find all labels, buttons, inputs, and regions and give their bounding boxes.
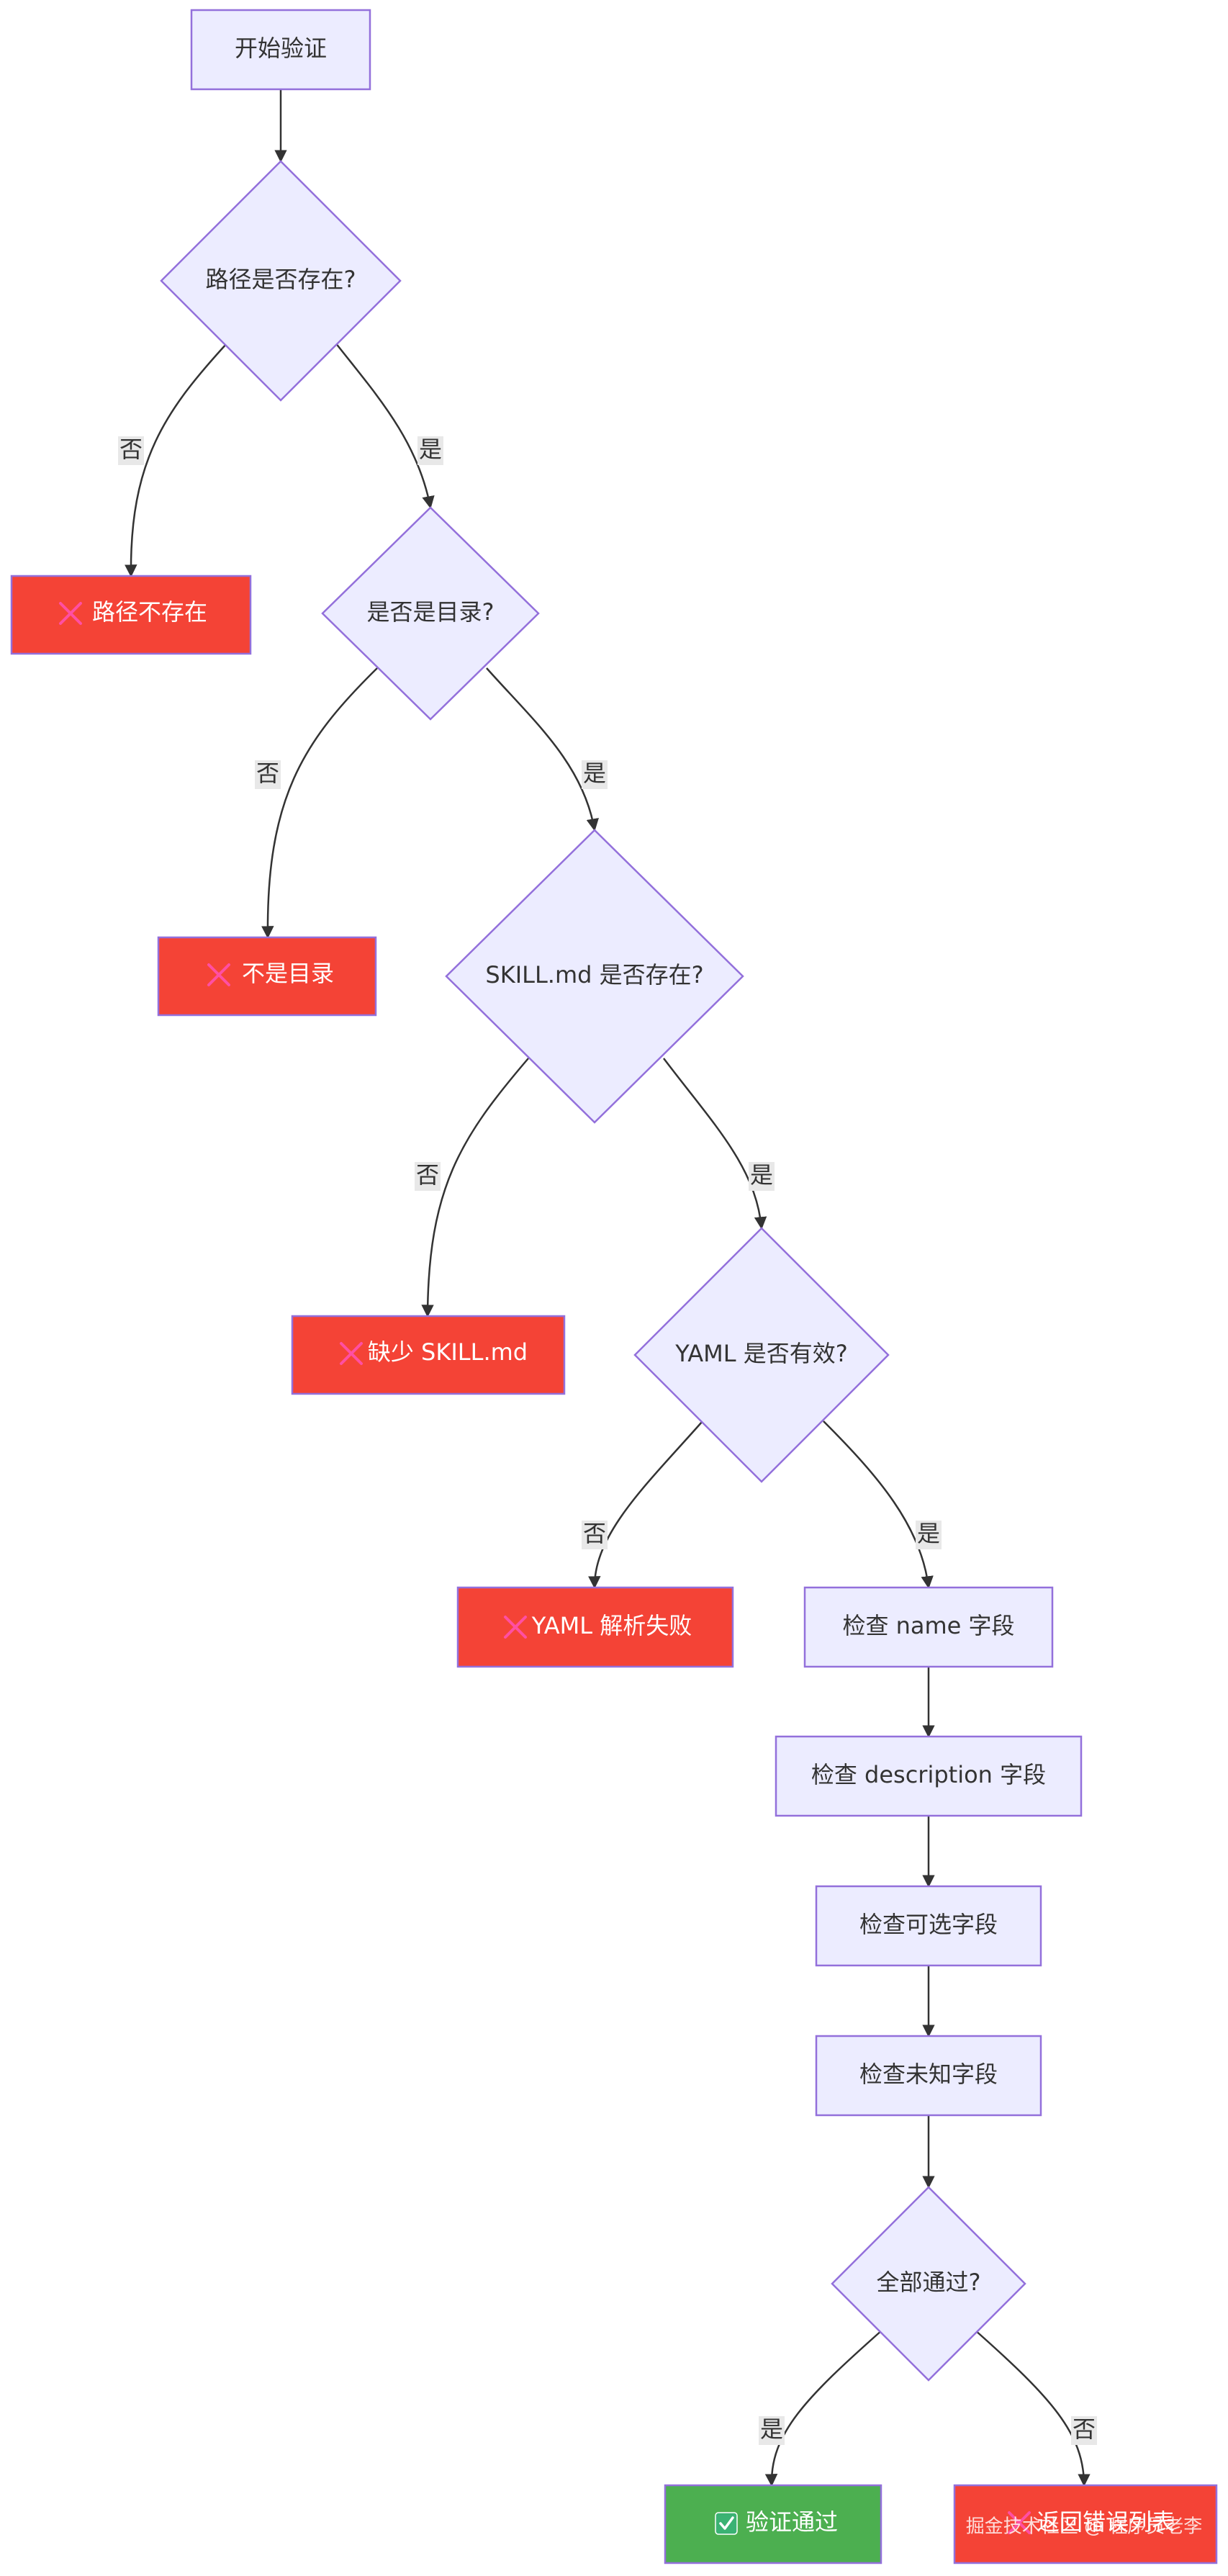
decision-is-directory: 是否是目录? xyxy=(321,506,540,721)
error-yaml-parse: YAML 解析失败 xyxy=(456,1586,734,1668)
decision-all-pass: 全部通过? xyxy=(831,2186,1026,2382)
decision-yaml-valid: YAML 是否有效? xyxy=(633,1227,890,1483)
check-icon xyxy=(715,2512,738,2535)
edge-labels: 否 是 否 是 否 是 否 是 xyxy=(118,436,1097,2445)
edge-is-dir-yes xyxy=(486,667,599,832)
svg-text:否: 否 xyxy=(119,436,143,463)
edge-label-skill-no: 否 xyxy=(415,1161,441,1191)
edge-label-dir-no: 否 xyxy=(255,760,281,789)
process-check-unknown: 检查未知字段 xyxy=(815,2035,1042,2117)
edge-label-path-no: 否 xyxy=(118,436,144,465)
watermark: 掘金技术社区 @ 程序员老李 xyxy=(966,2516,1203,2538)
process-check-description: 检查 description 字段 xyxy=(775,1735,1083,1817)
error-missing-skill: 缺少 SKILL.md xyxy=(291,1315,566,1395)
edge-label-dir-yes: 是 xyxy=(582,760,608,789)
svg-text:是否是目录?: 是否是目录? xyxy=(367,598,495,626)
svg-text:否: 否 xyxy=(583,1520,606,1547)
edge-label-all-yes: 是 xyxy=(759,2415,785,2445)
edge-yaml-valid-yes xyxy=(823,1420,934,1589)
svg-text:是: 是 xyxy=(760,2415,783,2443)
svg-text:SKILL.md 是否存在?: SKILL.md 是否存在? xyxy=(485,961,703,988)
svg-text:路径是否存在?: 路径是否存在? xyxy=(206,266,356,293)
decision-skill-exists: SKILL.md 是否存在? xyxy=(445,829,744,1124)
node-start: 开始验证 xyxy=(190,9,371,91)
svg-text:否: 否 xyxy=(1073,2415,1096,2443)
decision-path-exists: 路径是否存在? xyxy=(160,160,402,402)
svg-text:YAML 解析失败: YAML 解析失败 xyxy=(531,1612,692,1639)
edge-label-yaml-no: 否 xyxy=(582,1520,608,1549)
svg-text:检查 name 字段: 检查 name 字段 xyxy=(842,1612,1014,1639)
edge-label-all-no: 否 xyxy=(1071,2415,1097,2445)
svg-text:缺少 SKILL.md: 缺少 SKILL.md xyxy=(368,1338,528,1366)
error-return-list: 返回错误列表 xyxy=(953,2484,1218,2564)
svg-text:路径不存在: 路径不存在 xyxy=(92,598,207,626)
process-check-name: 检查 name 字段 xyxy=(803,1586,1054,1668)
edge-skill-exists-no xyxy=(421,1058,529,1318)
edge-is-dir-no xyxy=(261,667,378,939)
edge-label-skill-yes: 是 xyxy=(749,1161,775,1191)
svg-text:是: 是 xyxy=(419,436,442,463)
process-check-optional: 检查可选字段 xyxy=(815,1885,1042,1967)
svg-text:是: 是 xyxy=(583,760,606,787)
svg-text:全部通过?: 全部通过? xyxy=(877,2269,981,2296)
edge-path-exists-yes xyxy=(335,342,435,509)
svg-text:是: 是 xyxy=(917,1520,940,1547)
edges xyxy=(125,89,1091,2487)
cross-icon xyxy=(1008,2511,1031,2534)
cross-icon xyxy=(207,963,230,986)
edge-all-pass-no xyxy=(974,2329,1091,2487)
edge-label-yaml-yes: 是 xyxy=(916,1520,942,1549)
svg-text:YAML 是否有效?: YAML 是否有效? xyxy=(674,1340,848,1367)
edge-path-exists-no xyxy=(125,342,228,577)
svg-text:验证通过: 验证通过 xyxy=(746,2508,838,2536)
edge-skill-exists-yes xyxy=(663,1058,767,1230)
cross-icon xyxy=(59,602,82,625)
error-path-not-found: 路径不存在 xyxy=(10,575,252,655)
svg-text:检查未知字段: 检查未知字段 xyxy=(859,2061,998,2088)
svg-text:检查可选字段: 检查可选字段 xyxy=(859,1911,998,1938)
svg-text:否: 否 xyxy=(256,760,279,787)
svg-text:不是目录: 不是目录 xyxy=(242,960,334,987)
svg-text:开始验证: 开始验证 xyxy=(235,35,327,62)
svg-text:检查 description 字段: 检查 description 字段 xyxy=(811,1761,1046,1788)
svg-text:返回错误列表: 返回错误列表 xyxy=(1037,2508,1175,2536)
success-validation-passed: 验证通过 xyxy=(664,2484,882,2564)
cross-icon xyxy=(340,1342,363,1365)
edge-all-pass-yes xyxy=(764,2329,883,2487)
edge-label-path-yes: 是 xyxy=(417,436,443,465)
svg-text:是: 是 xyxy=(750,1161,773,1189)
error-not-directory: 不是目录 xyxy=(157,936,377,1017)
cross-icon xyxy=(504,1616,527,1639)
svg-text:否: 否 xyxy=(416,1161,439,1189)
edge-yaml-valid-no xyxy=(588,1420,703,1589)
